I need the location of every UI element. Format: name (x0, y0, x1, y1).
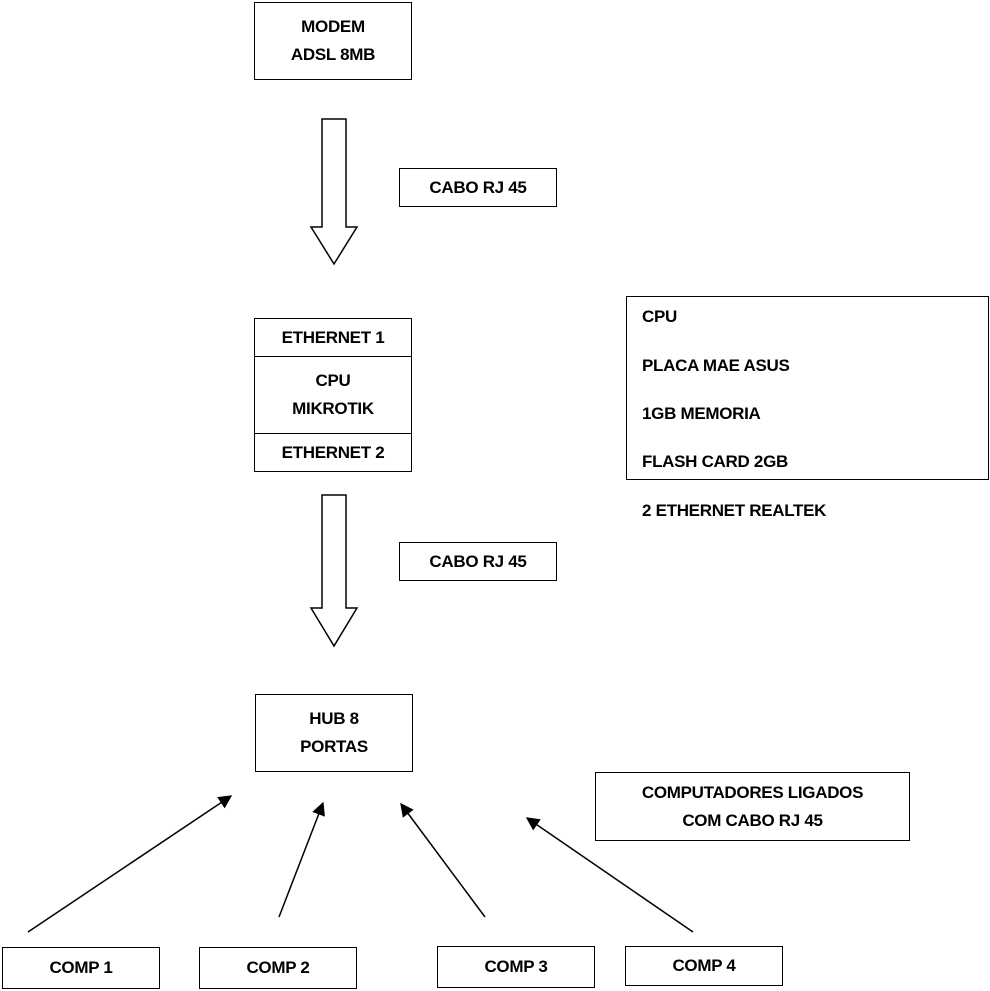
ethernet-2-port: ETHERNET 2 (254, 433, 412, 472)
comp-1-node: COMP 1 (2, 947, 160, 989)
arrow-comp1-to-hub (27, 795, 233, 933)
arrow-comp4-to-hub (525, 817, 694, 933)
block-arrow-modem-to-cpu (309, 118, 359, 266)
cpu-specs-box (626, 296, 989, 480)
computers-note: COMPUTADORES LIGADOS COM CABO RJ 45 (595, 772, 910, 841)
block-arrow-cpu-to-hub (309, 494, 359, 648)
comp-4-node: COMP 4 (625, 946, 783, 986)
hub-node: HUB 8 PORTAS (255, 694, 413, 772)
ethernet-1-port: ETHERNET 1 (254, 318, 412, 357)
modem-title: MODEM (301, 17, 365, 36)
spec-item-memory: 1GB MEMORIA (642, 404, 761, 423)
spec-item-flash: FLASH CARD 2GB (642, 452, 788, 471)
cable-label-mid: CABO RJ 45 (399, 542, 557, 581)
modem-subtitle: ADSL 8MB (290, 45, 376, 64)
modem-node: MODEM ADSL 8MB (254, 2, 412, 80)
arrow-comp3-to-hub (400, 802, 486, 918)
spec-item-ethernet: 2 ETHERNET REALTEK (642, 501, 827, 520)
comp-3-node: COMP 3 (437, 946, 595, 988)
comp-2-node: COMP 2 (199, 947, 357, 989)
arrow-comp2-to-hub (278, 801, 325, 918)
spec-item-cpu: CPU (642, 307, 677, 326)
cpu-mikrotik-node: CPU MIKROTIK (254, 356, 412, 434)
cable-label-top: CABO RJ 45 (399, 168, 557, 207)
spec-item-motherboard: PLACA MAE ASUS (642, 356, 790, 375)
